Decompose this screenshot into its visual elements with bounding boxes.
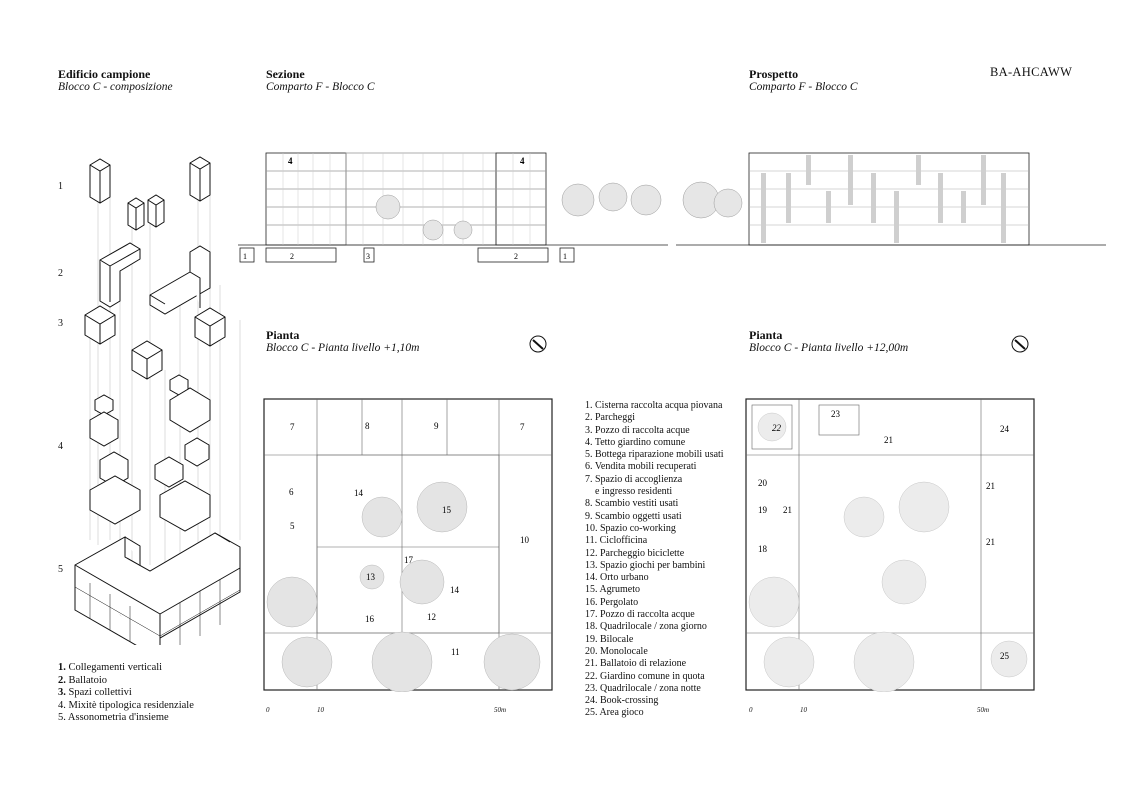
elevation-subtitle: Comparto F - Blocco C bbox=[749, 81, 858, 93]
step-label: 1 bbox=[58, 181, 63, 192]
plan1-title: Pianta bbox=[266, 328, 300, 342]
elevation-title: Prospetto bbox=[749, 67, 799, 81]
plan1-label: 6 bbox=[289, 487, 294, 497]
legend-item: 11. Ciclofficina bbox=[585, 535, 648, 547]
plan1-label: 12 bbox=[427, 612, 436, 622]
legend-item: 4. Tetto giardino comune bbox=[585, 436, 686, 448]
legend-item: 2. Ballatoio bbox=[58, 674, 107, 686]
section-drawing: 4 4 1 2 3 2 1 bbox=[238, 152, 668, 263]
section-label: 1 bbox=[563, 252, 567, 261]
legend-item: 1. Collegamenti verticali bbox=[58, 662, 163, 673]
plan2-label: 21 bbox=[986, 481, 995, 491]
legend-item: 19. Bilocale bbox=[585, 633, 634, 645]
plan2-label: 22 bbox=[772, 423, 782, 433]
plan2-label: 21 bbox=[986, 537, 995, 547]
section-label: 1 bbox=[243, 252, 247, 261]
plan1-label: 15 bbox=[442, 505, 452, 515]
section-label: 4 bbox=[520, 156, 525, 166]
plan2-title: Pianta bbox=[749, 328, 783, 342]
north-arrow-icon bbox=[529, 335, 547, 353]
legend-item: 12. Parcheggio biciclette bbox=[585, 547, 685, 559]
plan1-label: 7 bbox=[520, 422, 525, 432]
plan1-subtitle: Blocco C - Pianta livello +1,10m bbox=[266, 342, 420, 354]
plan1-label: 13 bbox=[366, 572, 376, 582]
legend-item: 10. Spazio co-working bbox=[585, 522, 676, 534]
plan1-label: 14 bbox=[354, 488, 364, 498]
plan2-label: 21 bbox=[783, 505, 792, 515]
axonometry-title: Edificio campione bbox=[58, 67, 151, 81]
elevation-drawing bbox=[676, 152, 1106, 246]
step-label: 2 bbox=[58, 268, 63, 279]
legend-item: 17. Pozzo di raccolta acque bbox=[585, 609, 695, 621]
plan2-label: 20 bbox=[758, 478, 768, 488]
plan2-drawing: 22 23 21 24 20 19 21 18 21 21 25 bbox=[745, 398, 1035, 692]
section-label: 2 bbox=[290, 252, 294, 261]
step-label: 3 bbox=[58, 318, 63, 329]
plan1-label: 8 bbox=[365, 421, 370, 431]
plan1-label: 10 bbox=[520, 535, 530, 545]
scale-tick-label: 50m bbox=[977, 706, 990, 714]
legend-item: 15. Agrumeto bbox=[585, 584, 640, 596]
legend-item: 16. Pergolato bbox=[585, 596, 639, 608]
legend-item: 4. Mixitè tipologica residenziale bbox=[58, 699, 194, 711]
legend-item: 18. Quadrilocale / zona giorno bbox=[585, 621, 707, 633]
section-subtitle: Comparto F - Blocco C bbox=[266, 81, 375, 93]
plan1-label: 7 bbox=[290, 422, 295, 432]
legend-item: 7. Spazio di accoglienza bbox=[585, 473, 683, 485]
plan1-label: 9 bbox=[434, 421, 439, 431]
section-label: 4 bbox=[288, 156, 293, 166]
legend-item: 9. Scambio oggetti usati bbox=[585, 510, 682, 522]
legend-item: 25. Area gioco bbox=[585, 707, 644, 719]
legend-item: 21. Ballatoio di relazione bbox=[585, 658, 687, 670]
legend-item: 5. Bottega riparazione mobili usati bbox=[585, 449, 724, 461]
legend-item: 22. Giardino comune in quota bbox=[585, 670, 705, 682]
legend-item: 3. Spazi collettivi bbox=[58, 687, 132, 698]
scale-tick-label: 0 bbox=[266, 706, 270, 714]
section-label: 2 bbox=[514, 252, 518, 261]
axonometry-subtitle: Blocco C - composizione bbox=[58, 81, 173, 93]
legend-item: 6. Vendita mobili recuperati bbox=[585, 461, 697, 473]
north-arrow-icon bbox=[1011, 335, 1029, 353]
plan2-label: 21 bbox=[884, 435, 893, 445]
plan2-label: 23 bbox=[831, 409, 841, 419]
scale-tick-label: 0 bbox=[749, 706, 753, 714]
section-label: 3 bbox=[366, 252, 370, 261]
legend-item: 1. Cisterna raccolta acqua piovana bbox=[585, 400, 723, 411]
legend-item: 3. Pozzo di raccolta acque bbox=[585, 424, 690, 436]
legend-item: 23. Quadrilocale / zona notte bbox=[585, 682, 701, 694]
scale-tick-label: 10 bbox=[800, 706, 807, 714]
legend-item: 8. Scambio vestiti usati bbox=[585, 498, 679, 510]
legend-item: 24. Book-crossing bbox=[585, 695, 659, 707]
plan2-label: 19 bbox=[758, 505, 768, 515]
legend-item: 13. Spazio giochi per bambini bbox=[585, 559, 706, 571]
scale-tick-label: 50m bbox=[494, 706, 507, 714]
plan-legend: 1. Cisterna raccolta acqua piovana 2. Pa… bbox=[585, 400, 724, 720]
plan1-drawing: 7 8 9 7 6 5 14 15 10 13 17 14 16 12 11 bbox=[263, 398, 553, 692]
plan2-label: 25 bbox=[1000, 651, 1010, 661]
drawing-code: BA-AHCAWW bbox=[990, 65, 1073, 79]
legend-item: 5. Assonometria d'insieme bbox=[58, 712, 169, 723]
legend-item: 14. Orto urbano bbox=[585, 572, 649, 584]
plan1-label: 11 bbox=[451, 647, 460, 657]
legend-item: 2. Parcheggi bbox=[585, 412, 635, 424]
plan1-label: 5 bbox=[290, 521, 295, 531]
step-label: 4 bbox=[58, 441, 63, 452]
section-title: Sezione bbox=[266, 67, 305, 81]
plan1-label: 14 bbox=[450, 585, 460, 595]
axonometry-drawing bbox=[74, 156, 241, 645]
legend-item: e ingresso residenti bbox=[595, 486, 673, 498]
plan2-label: 24 bbox=[1000, 424, 1010, 434]
legend-item: 20. Monolocale bbox=[585, 645, 648, 657]
scale-tick-label: 10 bbox=[317, 706, 324, 714]
step-label: 5 bbox=[58, 564, 63, 575]
plan2-subtitle: Blocco C - Pianta livello +12,00m bbox=[749, 342, 909, 354]
axonometry-legend: 1. Collegamenti verticali 2. Ballatoio 3… bbox=[58, 662, 194, 725]
plan1-label: 16 bbox=[365, 614, 375, 624]
plan1-label: 17 bbox=[404, 555, 414, 565]
plan2-label: 18 bbox=[758, 544, 768, 554]
